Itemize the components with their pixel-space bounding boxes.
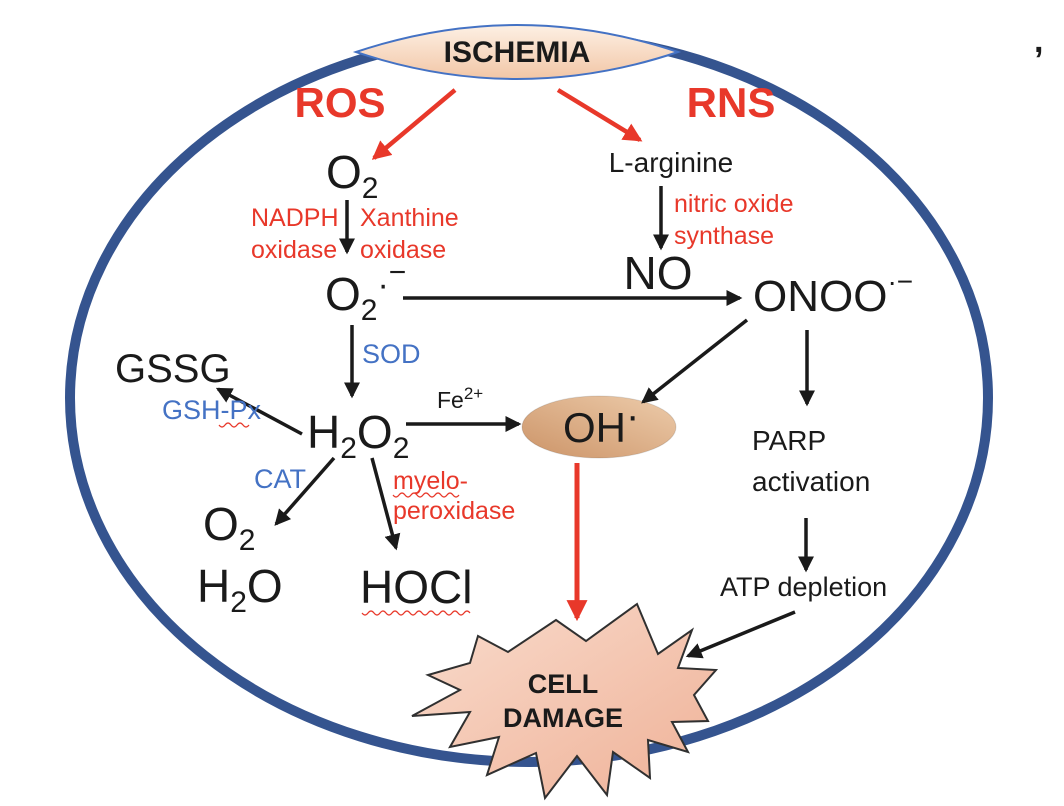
arrow-onoo-to-oh [641,318,749,404]
hocl-label: HOCl [360,561,472,613]
cat-label: CAT [254,464,306,494]
gsh-px-label: GSH-Px [162,395,262,425]
nadph-oxidase-label-line2: oxidase [251,236,337,264]
arrow-ischemia-to-o2 [371,88,457,160]
fe2-label: Fe2+ [437,384,483,413]
onoo-label: ONOO·− [753,266,913,321]
nadph-oxidase-label-line1: NADPH [251,204,339,232]
superoxide-label: O2·− [325,256,406,327]
h2o-label: H2O [197,560,283,619]
cell-damage-label-line2: DAMAGE [503,703,623,733]
cell-damage-starburst [411,602,719,801]
arrow-ischemia-to-larginine [556,88,643,142]
xanthine-oxidase-label-line1: Xanthine [360,204,459,232]
hocl-squiggle-underline [361,610,471,616]
parp-label-line2: activation [752,466,870,497]
arrow-atp-to-cell-damage [685,610,796,659]
gssg-label: GSSG [115,347,231,391]
myeloperoxidase-label-line1: myelo- [393,467,468,495]
ischemia-shape [352,24,682,80]
parp-label-line1: PARP [752,425,826,456]
arrow-h2o2-to-hocl [370,457,401,551]
rns-label: RNS [687,79,776,126]
oh-radical-label: OH· [563,394,639,451]
myeloperoxidase-label-line2: peroxidase [393,497,515,525]
arrow-h2o2-to-o2-h2o [274,456,336,526]
l-arginine-label: L-arginine [609,147,734,178]
gsh-px-squiggle-underline [218,422,250,428]
atp-depletion-label: ATP depletion [720,572,887,602]
xanthine-oxidase-label-line2: oxidase [360,236,446,264]
o2-label: O2 [326,146,378,205]
nitric-oxide-synthase-label-line1: nitric oxide [674,190,794,218]
o2-product-label: O2 [203,498,255,557]
cell-damage-label-line1: CELL [528,669,599,699]
ros-label: ROS [294,79,385,126]
no-label: NO [624,247,693,299]
myelo-squiggle-underline [392,492,460,498]
hydroxyl-radical-ellipse [521,395,677,459]
sod-label: SOD [362,339,421,369]
stray-comma-text: , [1034,22,1043,60]
arrow-h2o2-to-gssg [215,387,303,436]
h2o2-label: H2O2 [307,406,409,465]
ischemia-label: ISCHEMIA [444,36,591,69]
nitric-oxide-synthase-label-line2: synthase [674,222,774,250]
